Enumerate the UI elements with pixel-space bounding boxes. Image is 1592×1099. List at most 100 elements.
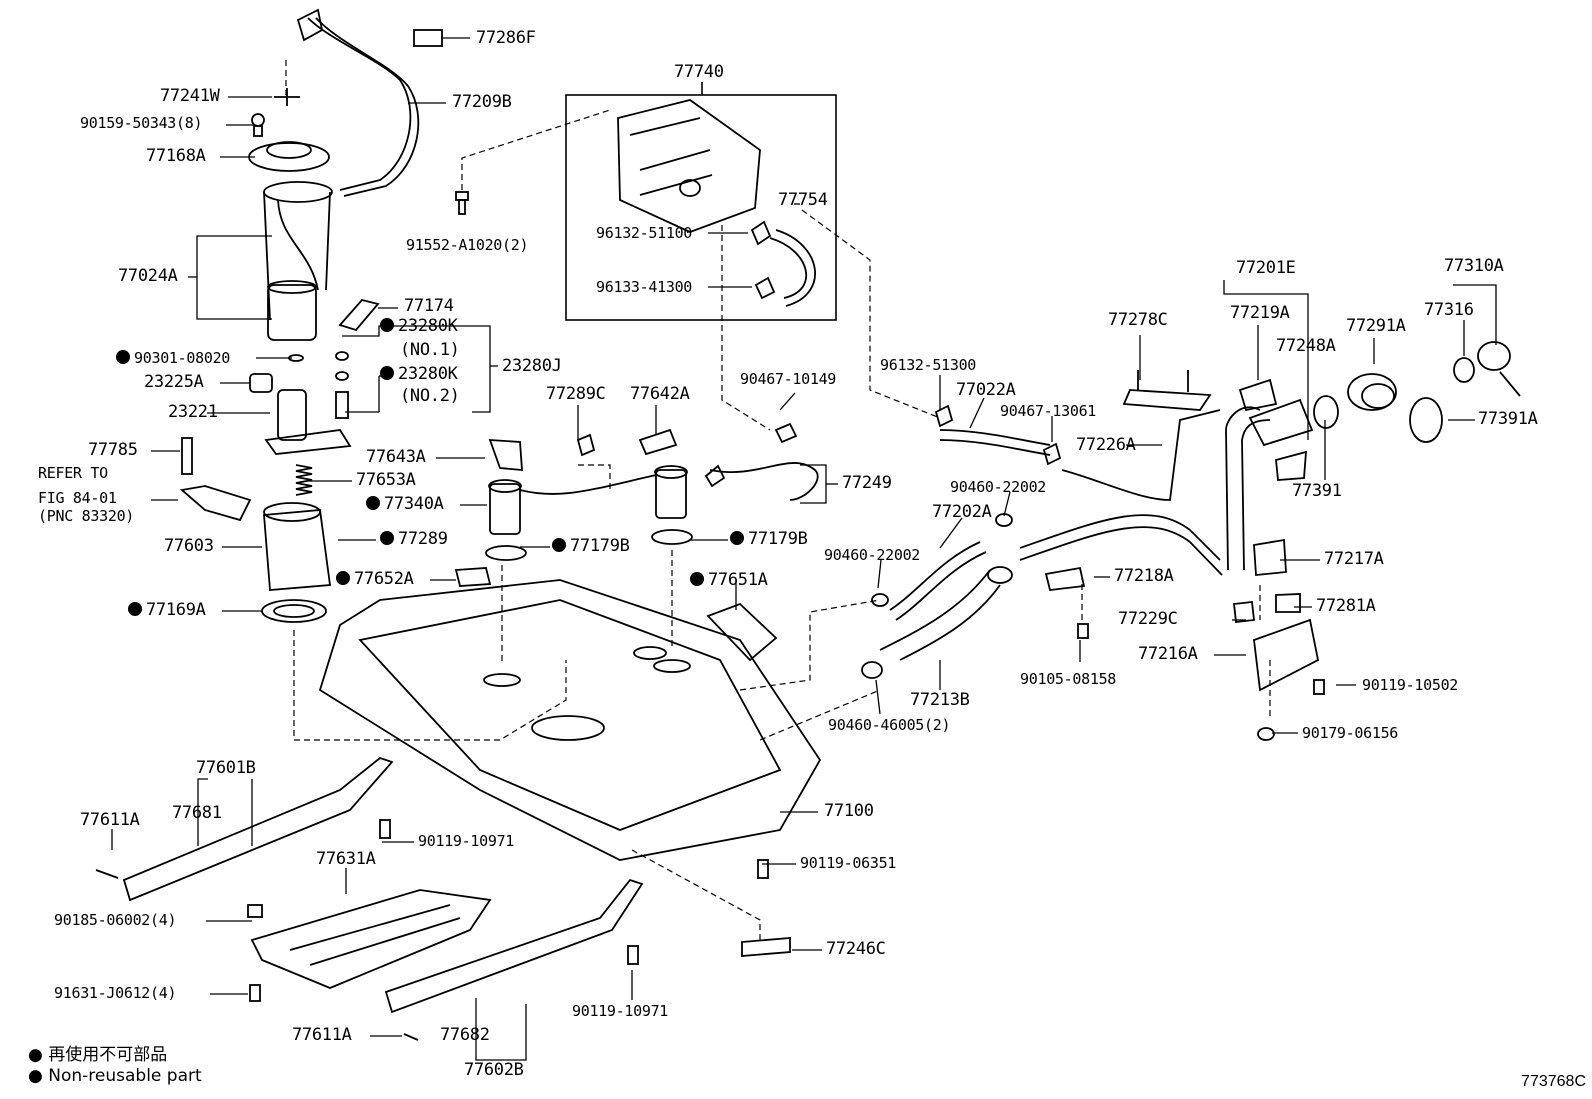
part-number: 77289 <box>398 529 448 549</box>
part-label: 90119-10971 <box>572 1002 669 1020</box>
part-label: 77201E <box>1236 258 1296 278</box>
part-label: 90159-50343(8) <box>80 114 203 132</box>
part-label: 96132-51300 <box>880 356 977 374</box>
part-label: 77022A <box>956 380 1016 400</box>
part-label-nonreusable: 77340A <box>366 496 444 513</box>
part-label: 96133-41300 <box>596 278 693 296</box>
part-label: 77281A <box>1316 596 1376 616</box>
legend-english: ● Non-reusable part <box>28 1066 202 1086</box>
legend-japanese: ● 再使用不可部品 <box>28 1040 167 1065</box>
part-number: 77169A <box>146 600 206 620</box>
part-number: 77651A <box>708 570 768 590</box>
part-label: 90105-08158 <box>1020 670 1117 688</box>
part-label: 77391 <box>1292 481 1342 501</box>
part-label: 77611A <box>292 1025 352 1045</box>
part-label: 77246C <box>826 939 886 959</box>
nonreusable-dot-icon <box>690 572 704 586</box>
part-label: 90460-22002 <box>950 478 1047 496</box>
part-label: 77785 <box>88 440 138 460</box>
legend-text-english: Non-reusable part <box>48 1066 202 1086</box>
part-label: 77740 <box>674 62 724 82</box>
part-label: 77316 <box>1424 300 1474 320</box>
part-label: 77248A <box>1276 336 1336 356</box>
legend-dot-icon: ● <box>28 1045 43 1065</box>
canister-assembly-box <box>565 94 837 321</box>
part-label: 91631-J0612(4) <box>54 984 177 1002</box>
part-label: 77100 <box>824 801 874 821</box>
legend-text-japanese: 再使用不可部品 <box>48 1045 168 1065</box>
part-label: 90460-46005(2) <box>828 716 951 734</box>
part-label: 77202A <box>932 502 992 522</box>
part-label: 77642A <box>630 384 690 404</box>
part-number: 23280K <box>398 316 458 336</box>
part-label: 77229C <box>1118 609 1178 629</box>
part-label: 90460-22002 <box>824 546 921 564</box>
part-label: 77754 <box>778 190 828 210</box>
part-label: (PNC 83320) <box>38 507 135 525</box>
part-drawings <box>95 8 1521 1041</box>
part-label: 77174 <box>404 296 454 316</box>
part-label: 23221 <box>168 402 218 422</box>
part-label: 77278C <box>1108 310 1168 330</box>
nonreusable-dot-icon <box>336 571 350 585</box>
part-label: 91552-A1020(2) <box>406 236 529 254</box>
nonreusable-dot-icon <box>128 602 142 616</box>
part-label: (NO.1) <box>400 340 460 360</box>
part-label-nonreusable: 90301-08020 <box>116 350 230 366</box>
part-label: 90185-06002(4) <box>54 911 177 929</box>
part-label-nonreusable: 77179B <box>552 538 630 555</box>
part-label: FIG 84-01 <box>38 489 117 507</box>
part-number: 77652A <box>354 569 414 589</box>
part-label: 77682 <box>440 1025 490 1045</box>
part-label: 77241W <box>160 86 220 106</box>
part-label-nonreusable: 23280K <box>380 318 458 335</box>
part-label: 90119-10971 <box>418 832 515 850</box>
part-label: 77602B <box>464 1060 524 1080</box>
part-label-nonreusable: 77651A <box>690 572 768 589</box>
part-label: 77218A <box>1114 566 1174 586</box>
part-number: 77340A <box>384 494 444 514</box>
part-label-nonreusable: 77179B <box>730 531 808 548</box>
part-label: 77249 <box>842 473 892 493</box>
part-label: 77217A <box>1324 549 1384 569</box>
part-label: 77209B <box>452 92 512 112</box>
part-label: 77291A <box>1346 316 1406 336</box>
part-label: 77681 <box>172 803 222 823</box>
part-label: 90467-10149 <box>740 370 837 388</box>
part-label: 77226A <box>1076 435 1136 455</box>
part-label: 77653A <box>356 470 416 490</box>
part-label: 96132-51100 <box>596 224 693 242</box>
nonreusable-dot-icon <box>366 496 380 510</box>
part-label: 77286F <box>476 28 536 48</box>
part-label: 90179-06156 <box>1302 724 1399 742</box>
part-label: 77168A <box>146 146 206 166</box>
nonreusable-dot-icon <box>380 366 394 380</box>
nonreusable-dot-icon <box>730 531 744 545</box>
part-label: 90119-10502 <box>1362 676 1459 694</box>
nonreusable-dot-icon <box>552 538 566 552</box>
figure-code: 773768C <box>1521 1073 1586 1090</box>
part-number: 77179B <box>570 536 630 556</box>
part-label: 77601B <box>196 758 256 778</box>
part-label: 77611A <box>80 810 140 830</box>
part-label: 77391A <box>1478 409 1538 429</box>
part-label-nonreusable: 77169A <box>128 602 206 619</box>
nonreusable-dot-icon <box>116 350 130 364</box>
part-label: 90119-06351 <box>800 854 897 872</box>
part-label-nonreusable: 77289 <box>380 531 448 548</box>
part-label: 90467-13061 <box>1000 402 1097 420</box>
part-label: (NO.2) <box>400 386 460 406</box>
nonreusable-dot-icon <box>380 318 394 332</box>
leader-lines <box>111 37 1497 1061</box>
part-label: 77216A <box>1138 644 1198 664</box>
part-label: 23280J <box>502 356 562 376</box>
part-label: 77310A <box>1444 256 1504 276</box>
part-label: 77024A <box>118 266 178 286</box>
part-label: 77219A <box>1230 303 1290 323</box>
part-label-nonreusable: 23280K <box>380 366 458 383</box>
part-label: 77631A <box>316 849 376 869</box>
nonreusable-dot-icon <box>380 531 394 545</box>
part-number: 77179B <box>748 529 808 549</box>
part-label: 23225A <box>144 372 204 392</box>
